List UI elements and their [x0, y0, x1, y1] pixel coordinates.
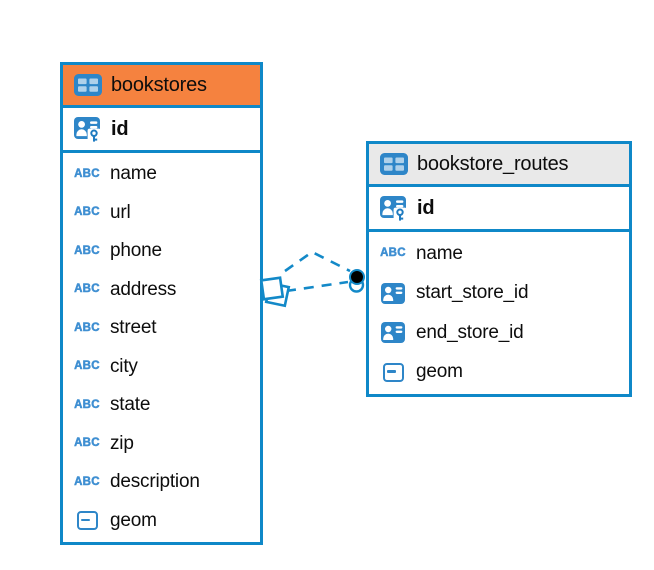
column-row-url[interactable]: ABC url [63, 193, 260, 232]
table-title: bookstore_routes [417, 152, 569, 175]
text-icon: ABC [72, 283, 102, 296]
column-name: description [110, 471, 200, 493]
column-row-geom[interactable]: geom [63, 501, 260, 540]
column-row-phone[interactable]: ABC phone [63, 232, 260, 271]
column-row-name[interactable]: ABC name [63, 155, 260, 194]
cardinality-marker-squares[interactable] [259, 276, 291, 308]
column-row-description[interactable]: ABC description [63, 463, 260, 502]
column-name: name [110, 163, 157, 185]
column-name: geom [110, 509, 157, 531]
column-row-city[interactable]: ABC city [63, 347, 260, 386]
column-name: start_store_id [416, 282, 529, 304]
text-icon: ABC [72, 244, 102, 258]
column-name: address [110, 278, 177, 300]
text-type-icon: ABC [74, 437, 100, 449]
primary-key-icon [72, 114, 102, 144]
column-row-zip[interactable]: ABC zip [63, 424, 260, 463]
text-type-icon: ABC [74, 321, 100, 334]
column-name: state [110, 394, 151, 416]
text-type-icon: ABC [74, 206, 100, 218]
column-row-id[interactable]: id [63, 108, 260, 153]
column-row-state[interactable]: ABC state [63, 386, 260, 425]
column-row-street[interactable]: ABC street [63, 309, 260, 348]
table-icon [74, 74, 102, 96]
column-name: url [110, 201, 131, 223]
text-icon: ABC [72, 437, 102, 450]
column-name: geom [416, 361, 463, 383]
column-row-end-store-id[interactable]: end_store_id [369, 313, 629, 353]
column-name: name [416, 242, 463, 264]
text-type-icon: ABC [74, 475, 100, 488]
geometry-type-icon [76, 511, 98, 531]
text-icon: ABC [72, 206, 102, 219]
column-row-name[interactable]: ABC name [369, 234, 629, 274]
text-icon: ABC [72, 398, 102, 412]
relationship-line-2[interactable] [285, 280, 349, 293]
text-type-icon: ABC [74, 244, 100, 257]
table-icon [380, 153, 408, 175]
column-row-id[interactable]: id [369, 187, 629, 232]
cardinality-marker-dots[interactable] [348, 269, 365, 293]
column-row-address[interactable]: ABC address [63, 270, 260, 309]
text-type-icon: ABC [74, 360, 100, 372]
text-icon: ABC [72, 475, 102, 489]
reference-icon [378, 282, 408, 304]
relationship-line-1[interactable] [284, 250, 351, 273]
table-header[interactable]: bookstore_routes [369, 144, 629, 187]
text-icon: ABC [72, 167, 102, 181]
text-icon: ABC [378, 247, 408, 260]
table-title: bookstores [111, 73, 207, 96]
text-icon: ABC [72, 360, 102, 373]
geometry-icon [378, 362, 408, 382]
column-row-geom[interactable]: geom [369, 352, 629, 392]
text-icon: ABC [72, 321, 102, 335]
column-name: zip [110, 432, 134, 454]
column-name: city [110, 355, 138, 377]
table-header[interactable]: bookstores [63, 65, 260, 108]
geometry-icon [72, 511, 102, 531]
geometry-type-icon [382, 362, 404, 382]
text-type-icon: ABC [74, 283, 100, 295]
column-name: end_store_id [416, 321, 524, 343]
reference-icon [378, 322, 408, 344]
text-type-icon: ABC [380, 247, 406, 259]
text-type-icon: ABC [74, 398, 100, 411]
column-name: phone [110, 240, 162, 262]
column-name: id [111, 117, 129, 140]
column-row-start-store-id[interactable]: start_store_id [369, 273, 629, 313]
primary-key-icon [378, 193, 408, 223]
column-name: street [110, 317, 157, 339]
column-name: id [417, 196, 435, 219]
text-type-icon: ABC [74, 167, 100, 180]
